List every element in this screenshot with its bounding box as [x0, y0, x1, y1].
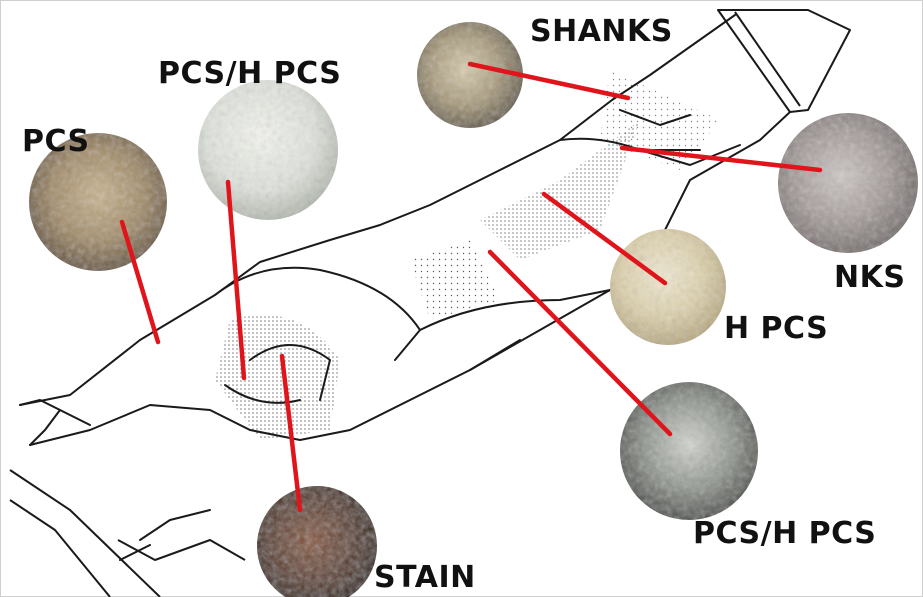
label-shanks: SHANKS	[530, 14, 673, 49]
pcs-h-pcs-top-sample	[198, 80, 338, 220]
h-pcs-sample	[610, 229, 726, 345]
stain-sample	[257, 486, 377, 597]
label-pcs-h-pcs-top: PCS/H PCS	[158, 56, 341, 91]
label-nks: NKS	[834, 260, 905, 295]
label-pcs: PCS	[22, 124, 90, 159]
label-h-pcs: H PCS	[724, 311, 828, 346]
label-stain: STAIN	[374, 560, 476, 595]
label-pcs-h-pcs-bottom: PCS/H PCS	[693, 516, 876, 551]
nks-sample	[778, 113, 918, 253]
shanks-sample	[417, 22, 523, 128]
